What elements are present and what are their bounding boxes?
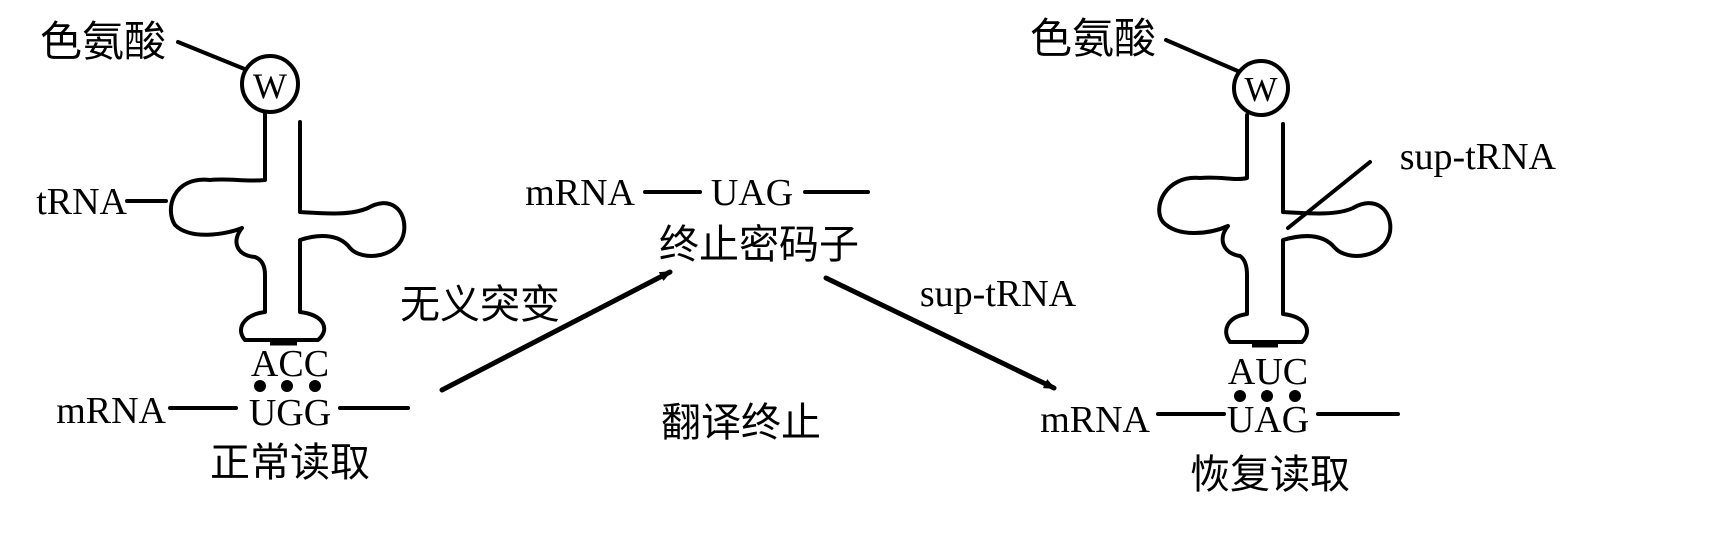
suppressor-label: sup-tRNA [920, 273, 1077, 315]
right-pair-dot-2 [1261, 390, 1273, 402]
right-pair-dot-3 [1289, 390, 1301, 402]
left-anticodon: ACC [251, 343, 329, 385]
suppressor-arrow [823, 275, 1057, 391]
mutation-label: 无义突变 [400, 282, 560, 328]
left-amino-acid-label: 色氨酸 [40, 17, 166, 66]
middle-mrna-label: mRNA [525, 172, 635, 214]
left-pair-dot-3 [309, 380, 321, 392]
right-tryptophan-symbol: W [1244, 70, 1277, 109]
left-pair-dot-2 [281, 380, 293, 392]
left-pair-dot-1 [254, 380, 266, 392]
right-trna-pointer [1286, 160, 1372, 230]
left-trna-label: tRNA [36, 181, 127, 223]
right-panel: 色氨酸 W sup-tRNA AUC mRNA UAG 恢复读取 [1030, 14, 1557, 498]
right-pair-dot-1 [1234, 390, 1246, 402]
left-caption: 正常读取 [210, 440, 370, 486]
left-mrna-label: mRNA [56, 390, 166, 432]
right-trna-label: sup-tRNA [1400, 136, 1557, 178]
right-mrna-label: mRNA [1040, 399, 1150, 441]
left-amino-acid-pointer [176, 40, 249, 72]
right-amino-acid-label: 色氨酸 [1030, 14, 1156, 63]
left-codon: UGG [249, 392, 331, 434]
middle-panel: mRNA UAG 终止密码子 无义突变 翻译终止 sup-tRNA [400, 172, 1077, 446]
right-amino-acid-pointer [1164, 38, 1242, 74]
right-trna-structure [1157, 113, 1393, 344]
right-tryptophan-circle [1232, 59, 1290, 117]
left-tryptophan-circle [240, 54, 300, 114]
translation-stop-caption: 翻译终止 [661, 400, 821, 446]
left-trna-structure [168, 110, 407, 342]
left-panel: 色氨酸 W tRNA ACC mRNA UGG 正常读取 [36, 17, 410, 486]
middle-codon: UAG [711, 172, 793, 214]
left-tryptophan-symbol: W [253, 66, 287, 106]
mutation-arrow [439, 269, 673, 393]
right-caption: 恢复读取 [1190, 452, 1350, 498]
stop-codon-caption: 终止密码子 [659, 222, 859, 268]
right-codon: UAG [1227, 399, 1309, 441]
right-anticodon: AUC [1228, 351, 1308, 393]
